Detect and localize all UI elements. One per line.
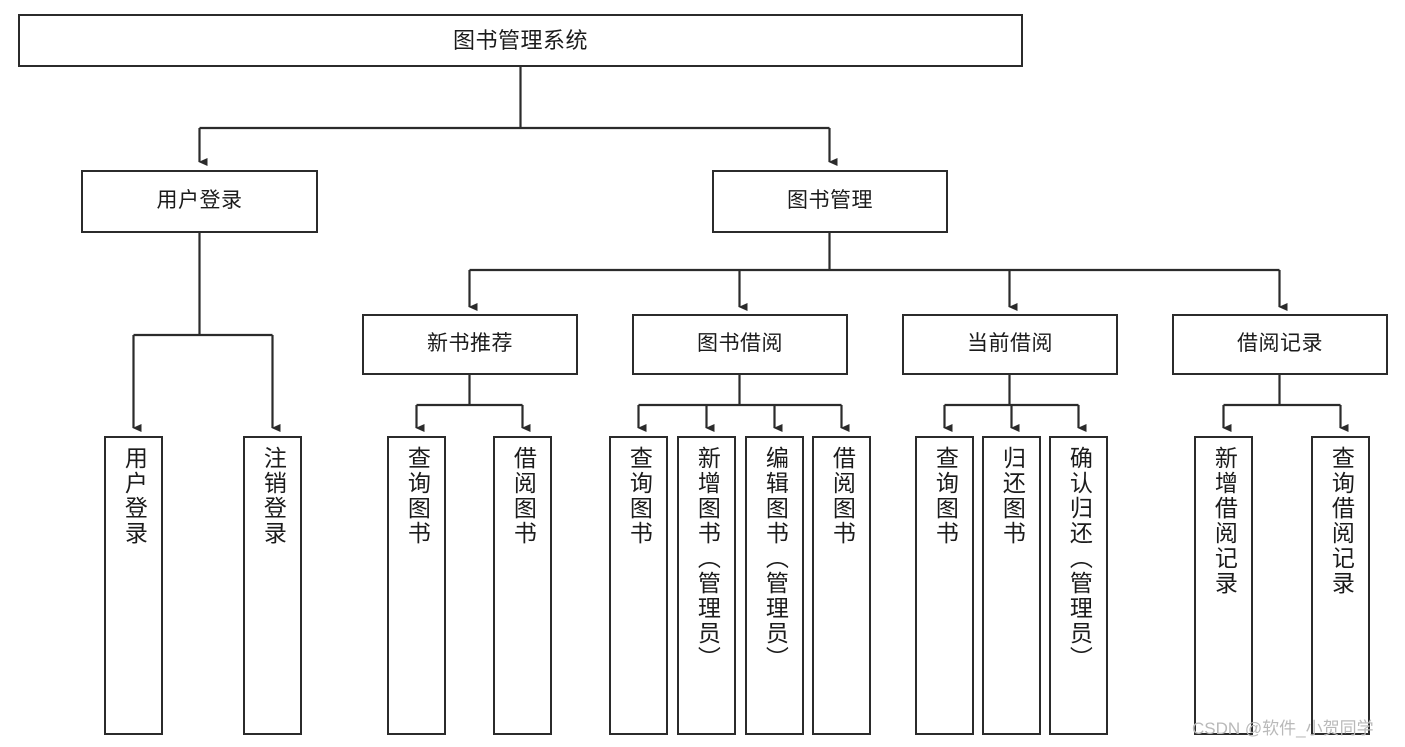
node-root[interactable]: 图书管理系统 — [18, 14, 1023, 67]
node-book-manage-label: 图书管理 — [787, 189, 873, 213]
node-leaf-query-book-1[interactable]: 查询图书 — [387, 436, 446, 735]
node-current-borrow-label: 当前借阅 — [967, 332, 1053, 356]
node-leaf-query-book-1-label: 查询图书 — [404, 446, 431, 546]
node-leaf-borrow-book-1-label: 借阅图书 — [510, 446, 537, 546]
node-leaf-query-book-3-label: 查询图书 — [932, 446, 959, 546]
node-leaf-user-logout[interactable]: 注销登录 — [243, 436, 302, 735]
node-leaf-query-book-2-label: 查询图书 — [626, 446, 653, 546]
node-leaf-query-record-label: 查询借阅记录 — [1328, 446, 1355, 596]
node-leaf-confirm-return[interactable]: 确认归还（管理员） — [1049, 436, 1108, 735]
node-new-book-recommend-label: 新书推荐 — [427, 332, 513, 356]
watermark-text: CSDN @软件_小贺同学 — [1192, 719, 1374, 738]
node-leaf-user-login-label: 用户登录 — [121, 446, 148, 546]
node-leaf-add-book[interactable]: 新增图书（管理员） — [677, 436, 736, 735]
node-leaf-add-record[interactable]: 新增借阅记录 — [1194, 436, 1253, 735]
node-book-manage[interactable]: 图书管理 — [712, 170, 948, 233]
node-root-label: 图书管理系统 — [452, 27, 588, 53]
node-leaf-edit-book-label: 编辑图书（管理员） — [762, 446, 789, 671]
node-borrow-record[interactable]: 借阅记录 — [1172, 314, 1388, 375]
node-current-borrow[interactable]: 当前借阅 — [902, 314, 1118, 375]
node-leaf-query-book-2[interactable]: 查询图书 — [609, 436, 668, 735]
node-leaf-return-book-label: 归还图书 — [999, 446, 1026, 546]
node-leaf-user-logout-label: 注销登录 — [260, 446, 287, 546]
node-new-book-recommend[interactable]: 新书推荐 — [362, 314, 578, 375]
node-leaf-borrow-book-2-label: 借阅图书 — [829, 446, 856, 546]
node-leaf-add-record-label: 新增借阅记录 — [1211, 446, 1238, 596]
node-leaf-borrow-book-2[interactable]: 借阅图书 — [812, 436, 871, 735]
node-book-borrow-label: 图书借阅 — [697, 332, 783, 356]
node-leaf-borrow-book-1[interactable]: 借阅图书 — [493, 436, 552, 735]
node-user-login-label: 用户登录 — [156, 189, 243, 213]
node-leaf-add-book-label: 新增图书（管理员） — [694, 446, 721, 671]
node-leaf-confirm-return-label: 确认归还（管理员） — [1066, 446, 1093, 671]
node-book-borrow[interactable]: 图书借阅 — [632, 314, 848, 375]
node-leaf-return-book[interactable]: 归还图书 — [982, 436, 1041, 735]
node-leaf-query-book-3[interactable]: 查询图书 — [915, 436, 974, 735]
node-borrow-record-label: 借阅记录 — [1237, 332, 1323, 356]
node-leaf-edit-book[interactable]: 编辑图书（管理员） — [745, 436, 804, 735]
node-user-login[interactable]: 用户登录 — [81, 170, 318, 233]
node-leaf-query-record[interactable]: 查询借阅记录 — [1311, 436, 1370, 735]
node-leaf-user-login[interactable]: 用户登录 — [104, 436, 163, 735]
